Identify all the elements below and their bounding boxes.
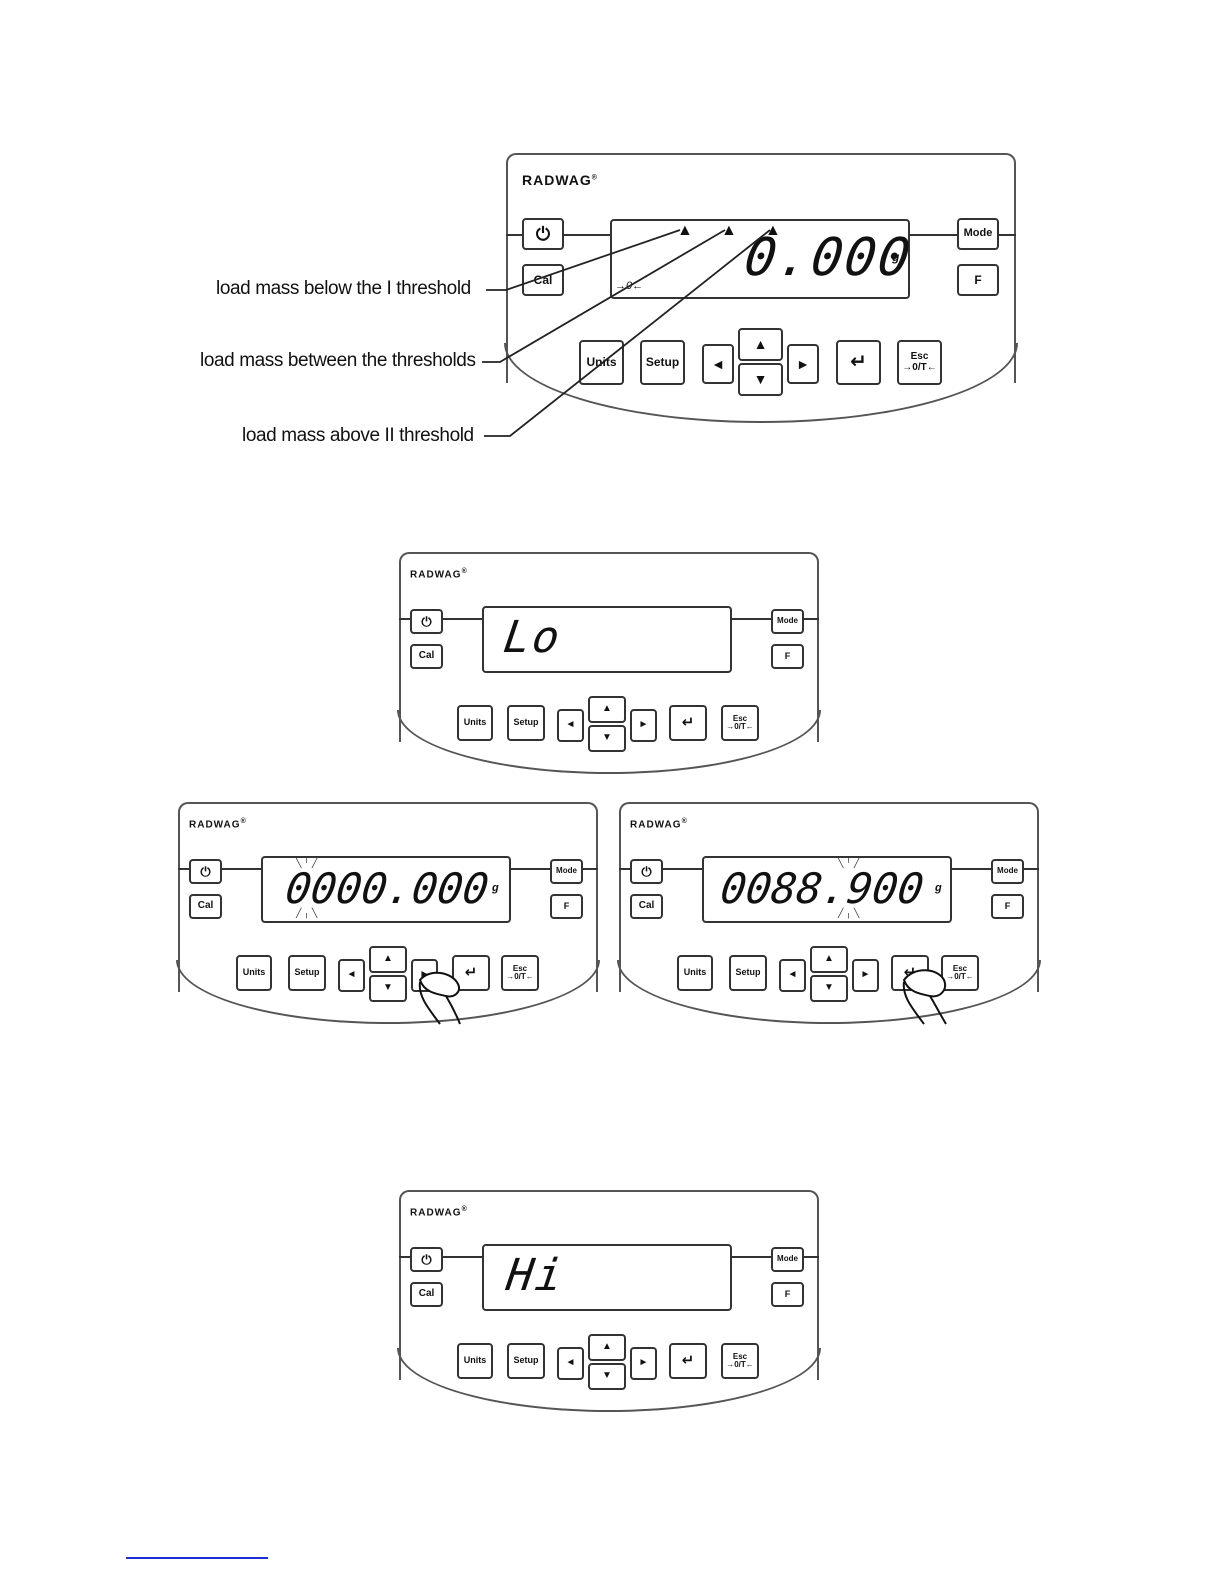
right-arrow-button[interactable]: ► [630, 709, 657, 742]
display [482, 606, 732, 673]
units-button[interactable]: Units [236, 955, 272, 991]
display [261, 856, 511, 923]
power-button[interactable]: ⏻ [410, 1247, 443, 1272]
callout-below-threshold: load mass below the I threshold [216, 278, 471, 299]
left-arrow-button[interactable]: ◄ [557, 1347, 584, 1380]
display-unit: g [892, 250, 900, 264]
callout-above-threshold: load mass above II threshold [242, 425, 474, 446]
left-arrow-button[interactable]: ◄ [338, 959, 365, 992]
blink-marks-bottom: ╱ ╷ ╲ [296, 908, 318, 918]
right-arrow-button[interactable]: ► [630, 1347, 657, 1380]
threshold-indicator-3: ▲ [765, 222, 781, 239]
blink-marks-top: ╲ ╵ ╱ [296, 858, 318, 868]
panel-outline [619, 802, 1039, 992]
setup-button[interactable]: Setup [288, 955, 326, 991]
down-arrow-button[interactable]: ▼ [369, 975, 407, 1002]
power-button[interactable]: ⏻ [189, 859, 222, 884]
down-arrow-button[interactable]: ▼ [738, 363, 783, 396]
print-enter-button[interactable]: ↵ [669, 705, 707, 741]
cal-button[interactable]: Cal [189, 894, 222, 919]
cal-button[interactable]: Cal [522, 264, 564, 296]
panel-outline [178, 802, 598, 992]
esc-tare-button[interactable]: Esc→0/T← [941, 955, 979, 991]
display-unit: g [492, 882, 499, 894]
radwag-logo: RADWAG® [522, 172, 598, 188]
down-arrow-button[interactable]: ▼ [588, 1363, 626, 1390]
esc-tare-button[interactable]: Esc→0/T← [501, 955, 539, 991]
up-arrow-button[interactable]: ▲ [588, 696, 626, 723]
radwag-logo: RADWAG® [189, 818, 247, 831]
footer-link-underline[interactable] [126, 1557, 268, 1559]
f-button[interactable]: F [771, 644, 804, 669]
scale-panel-lo: RADWAG® Lo ⏻ Cal Mode F Units Setup ◄ ▲ … [397, 552, 821, 774]
units-button[interactable]: Units [457, 705, 493, 741]
display-unit: g [935, 882, 942, 894]
cal-button[interactable]: Cal [630, 894, 663, 919]
blink-marks-bottom: ╱ ╷ ╲ [838, 908, 860, 918]
f-button[interactable]: F [957, 264, 999, 296]
power-button[interactable]: ⏻ [522, 218, 564, 250]
blink-marks-top: ╲ ╵ ╱ [838, 858, 860, 868]
scale-panel-hi: RADWAG® Hi ⏻ Cal Mode F Units Setup ◄ ▲ … [397, 1190, 821, 1412]
units-button[interactable]: Units [457, 1343, 493, 1379]
right-arrow-button[interactable]: ► [852, 959, 879, 992]
left-arrow-button[interactable]: ◄ [557, 709, 584, 742]
panel-outline [506, 153, 1016, 383]
mode-button[interactable]: Mode [550, 859, 583, 884]
radwag-logo: RADWAG® [410, 568, 468, 581]
display [482, 1244, 732, 1311]
panel-outline [399, 1190, 819, 1380]
right-arrow-button[interactable]: ► [787, 344, 819, 384]
esc-tare-button[interactable]: Esc→0/T← [721, 705, 759, 741]
power-button[interactable]: ⏻ [410, 609, 443, 634]
down-arrow-button[interactable]: ▼ [588, 725, 626, 752]
units-button[interactable]: Units [677, 955, 713, 991]
radwag-logo: RADWAG® [410, 1206, 468, 1219]
left-arrow-button[interactable]: ◄ [779, 959, 806, 992]
down-arrow-button[interactable]: ▼ [810, 975, 848, 1002]
print-enter-button[interactable]: ↵ [452, 955, 490, 991]
cal-button[interactable]: Cal [410, 1282, 443, 1307]
callout-between-thresholds: load mass between the thresholds [200, 350, 476, 371]
left-arrow-button[interactable]: ◄ [702, 344, 734, 384]
mode-button[interactable]: Mode [991, 859, 1024, 884]
mode-button[interactable]: Mode [957, 218, 999, 250]
setup-button[interactable]: Setup [507, 705, 545, 741]
setup-button[interactable]: Setup [640, 340, 685, 385]
setup-button[interactable]: Setup [729, 955, 767, 991]
scale-panel-edit-digits: RADWAG® 0000.000 g ╲ ╵ ╱ ╱ ╷ ╲ ⏻ Cal Mod… [176, 802, 600, 1024]
threshold-indicator-1: ▲ [677, 222, 693, 239]
power-button[interactable]: ⏻ [630, 859, 663, 884]
scale-panel-confirm-value: RADWAG® 0088.900 g ╲ ╵ ╱ ╱ ╷ ╲ ⏻ Cal Mod… [617, 802, 1041, 1024]
mode-button[interactable]: Mode [771, 609, 804, 634]
display [610, 219, 910, 299]
radwag-logo: RADWAG® [630, 818, 688, 831]
up-arrow-button[interactable]: ▲ [810, 946, 848, 973]
up-arrow-button[interactable]: ▲ [738, 328, 783, 361]
f-button[interactable]: F [550, 894, 583, 919]
esc-tare-button[interactable]: Esc→0/T← [721, 1343, 759, 1379]
mode-button[interactable]: Mode [771, 1247, 804, 1272]
print-enter-button[interactable]: ↵ [836, 340, 881, 385]
cal-button[interactable]: Cal [410, 644, 443, 669]
threshold-indicator-2: ▲ [721, 222, 737, 239]
f-button[interactable]: F [771, 1282, 804, 1307]
up-arrow-button[interactable]: ▲ [369, 946, 407, 973]
esc-tare-button[interactable]: Esc→0/T← [897, 340, 942, 385]
display [702, 856, 952, 923]
f-button[interactable]: F [991, 894, 1024, 919]
panel-outline [399, 552, 819, 742]
up-arrow-button[interactable]: ▲ [588, 1334, 626, 1361]
setup-button[interactable]: Setup [507, 1343, 545, 1379]
display-value: Hi [503, 1250, 568, 1301]
print-enter-button[interactable]: ↵ [669, 1343, 707, 1379]
